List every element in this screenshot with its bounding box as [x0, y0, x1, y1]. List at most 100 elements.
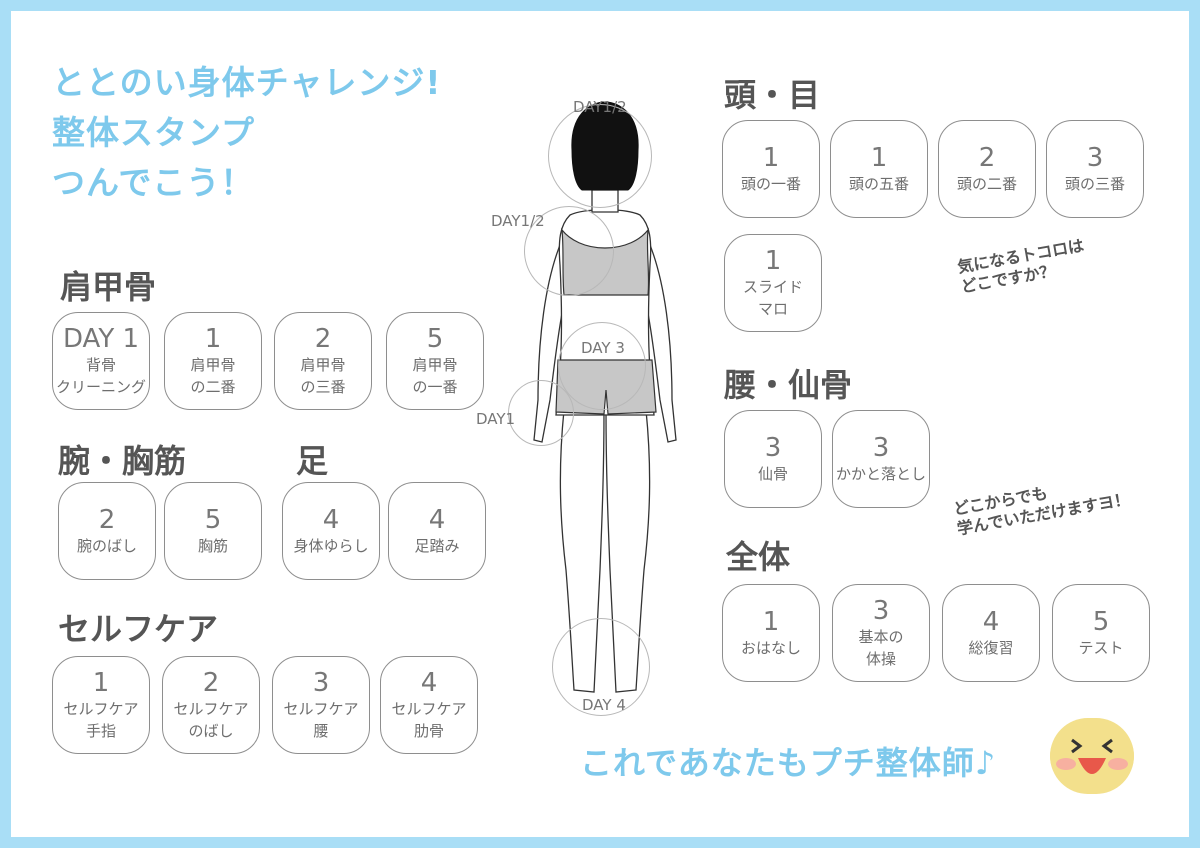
stamp-number: 2	[314, 324, 332, 354]
stamp-number: 2	[978, 143, 996, 173]
stamp-shoulder-1[interactable]: DAY 1 背骨 クリーニング	[52, 312, 150, 410]
title-line-1: ととのい身体チャレンジ!	[52, 63, 442, 102]
stamp-label: 頭の五番	[848, 175, 909, 193]
heading-shoulder: 肩甲骨	[60, 268, 157, 306]
stamp-label: 頭の一番	[740, 175, 801, 193]
stamp-label: おはなし	[740, 639, 801, 657]
heading-head: 頭・目	[724, 76, 821, 114]
footer-message: これであなたもプチ整体師♪	[580, 744, 997, 782]
stamp-number: 3	[872, 596, 890, 626]
stamp-number: 4	[420, 668, 438, 698]
stamp-foot-2[interactable]: 4 足踏み	[388, 482, 486, 580]
stamp-label-2: 腰	[313, 722, 329, 740]
body-target-hand	[508, 380, 574, 446]
stamp-foot-1[interactable]: 4 身体ゆらし	[282, 482, 380, 580]
body-label-head: DAY1/2	[573, 98, 627, 116]
stamp-label: 仙骨	[757, 465, 788, 483]
stamp-shoulder-2[interactable]: 1 肩甲骨 の二番	[164, 312, 262, 410]
stamp-number: 1	[764, 246, 782, 276]
stamp-number: 3	[1086, 143, 1104, 173]
stamp-number: 1	[92, 668, 110, 698]
stamp-shoulder-4[interactable]: 5 肩甲骨 の一番	[386, 312, 484, 410]
body-label-shoulder: DAY1/2	[491, 212, 545, 230]
stamp-waist-2[interactable]: 3 かかと落とし	[832, 410, 930, 508]
stamp-number: 3	[312, 668, 330, 698]
stamp-head-5[interactable]: 1 スライド マロ	[724, 234, 822, 332]
title-line-2: 整体スタンプ	[52, 113, 256, 152]
stamp-label: 腕のばし	[76, 537, 137, 555]
stamp-number: 2	[202, 668, 220, 698]
stamp-selfcare-3[interactable]: 3 セルフケア 腰	[272, 656, 370, 754]
stamp-whole-3[interactable]: 4 総復習	[942, 584, 1040, 682]
stamp-whole-1[interactable]: 1 おはなし	[722, 584, 820, 682]
stamp-shoulder-3[interactable]: 2 肩甲骨 の三番	[274, 312, 372, 410]
page-title: ととのい身体チャレンジ! 整体スタンプ つんでこう！	[52, 58, 441, 208]
stamp-number: 3	[872, 433, 890, 463]
laughing-face-icon	[1050, 718, 1134, 794]
heading-selfcare: セルフケア	[58, 610, 219, 648]
stamp-head-1[interactable]: 1 頭の一番	[722, 120, 820, 218]
stamp-number: 1	[762, 607, 780, 637]
stamp-whole-2[interactable]: 3 基本の 体操	[832, 584, 930, 682]
stamp-label-2: マロ	[757, 300, 788, 318]
stamp-label-2: クリーニング	[55, 378, 146, 396]
stamp-label-2: の二番	[190, 378, 236, 396]
stamp-label: 総復習	[968, 639, 1014, 657]
heading-whole: 全体	[726, 538, 791, 576]
stamp-number: 1	[762, 143, 780, 173]
stamp-selfcare-2[interactable]: 2 セルフケア のばし	[162, 656, 260, 754]
stamp-label: 背骨	[85, 356, 116, 374]
stamp-number: 5	[204, 505, 222, 535]
stamp-label-2: 肋骨	[413, 722, 444, 740]
heading-waist: 腰・仙骨	[724, 366, 853, 404]
stamp-label: 基本の	[858, 628, 904, 646]
stamp-label: セルフケア	[173, 700, 249, 718]
stamp-whole-4[interactable]: 5 テスト	[1052, 584, 1150, 682]
stamp-waist-1[interactable]: 3 仙骨	[724, 410, 822, 508]
stamp-label: 頭の二番	[956, 175, 1017, 193]
body-target-shoulder	[524, 206, 614, 296]
stamp-label: セルフケア	[283, 700, 359, 718]
body-label-waist: DAY 3	[581, 339, 625, 357]
stamp-head-4[interactable]: 3 頭の三番	[1046, 120, 1144, 218]
stamp-head-2[interactable]: 1 頭の五番	[830, 120, 928, 218]
stamp-label: 頭の三番	[1064, 175, 1125, 193]
body-target-waist	[558, 322, 646, 410]
body-target-feet	[552, 618, 650, 716]
stamp-number: 2	[98, 505, 116, 535]
title-line-3: つんでこう！	[52, 163, 255, 202]
stamp-label-2: 手指	[85, 722, 116, 740]
stamp-label: セルフケア	[391, 700, 467, 718]
stamp-label: テスト	[1078, 639, 1124, 657]
stamp-number: 4	[428, 505, 446, 535]
stamp-head-3[interactable]: 2 頭の二番	[938, 120, 1036, 218]
stamp-label-2: のばし	[188, 722, 234, 740]
stamp-label: かかと落とし	[835, 465, 926, 483]
stamp-arm-1[interactable]: 2 腕のばし	[58, 482, 156, 580]
body-label-hand: DAY1	[476, 410, 516, 428]
stamp-label-2: 体操	[865, 650, 896, 668]
stamp-label: 肩甲骨	[412, 356, 458, 374]
stamp-label: 肩甲骨	[300, 356, 346, 374]
stamp-label: 胸筋	[197, 537, 228, 555]
stamp-label-2: の一番	[412, 378, 458, 396]
stamp-label: 身体ゆらし	[293, 537, 369, 555]
body-target-head	[548, 104, 652, 208]
stamp-arm-2[interactable]: 5 胸筋	[164, 482, 262, 580]
stamp-selfcare-1[interactable]: 1 セルフケア 手指	[52, 656, 150, 754]
stamp-label: セルフケア	[63, 700, 139, 718]
stamp-number: 5	[426, 324, 444, 354]
stamp-number: DAY 1	[62, 324, 140, 354]
stamp-label: 足踏み	[414, 537, 460, 555]
stamp-number: 4	[322, 505, 340, 535]
stamp-number: 3	[764, 433, 782, 463]
stamp-number: 5	[1092, 607, 1110, 637]
stamp-label-2: の三番	[300, 378, 346, 396]
body-label-feet: DAY 4	[582, 696, 626, 714]
stamp-number: 1	[870, 143, 888, 173]
stamp-label: 肩甲骨	[190, 356, 236, 374]
heading-arm: 腕・胸筋	[58, 442, 187, 480]
stamp-number: 4	[982, 607, 1000, 637]
heading-foot: 足	[296, 442, 329, 480]
stamp-selfcare-4[interactable]: 4 セルフケア 肋骨	[380, 656, 478, 754]
